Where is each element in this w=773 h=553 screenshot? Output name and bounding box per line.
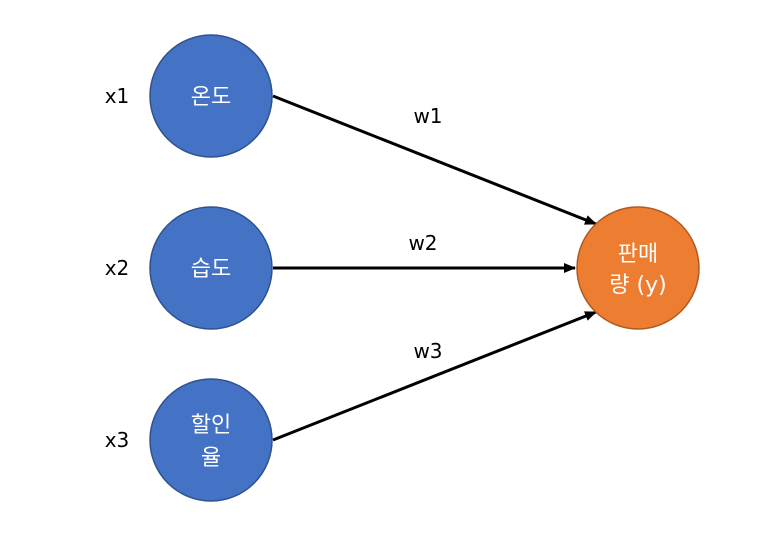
input-node-label-line-2: 율 xyxy=(201,446,221,471)
input-node-circle xyxy=(149,378,273,502)
input-node-label-line-1: 할인 xyxy=(191,413,231,438)
input-var-label-x1: x1 xyxy=(105,84,130,108)
output-node-circle xyxy=(576,206,700,330)
input-node-circle xyxy=(149,206,273,330)
edge-x3-to-output xyxy=(272,310,597,442)
output-node-label-line-1: 판매 xyxy=(618,242,658,267)
input-node-humidity: 습도 xyxy=(149,206,273,330)
input-var-label-x2: x2 xyxy=(105,256,130,280)
input-node-label: 습도 xyxy=(191,257,231,282)
input-node-circle xyxy=(149,34,273,158)
weight-label-w2: w2 xyxy=(408,231,437,255)
input-node-temperature: 온도 xyxy=(149,34,273,158)
input-var-label-x3: x3 xyxy=(105,428,130,452)
input-node-label: 온도 xyxy=(191,85,231,110)
output-node-label-line-2: 량 (y) xyxy=(609,273,666,298)
input-node-discount-rate: 할인 율 xyxy=(149,378,273,502)
weight-label-w3: w3 xyxy=(413,339,442,363)
edge-x1-to-output xyxy=(272,94,597,226)
weight-label-w1: w1 xyxy=(413,104,442,128)
output-node-sales: 판매 량 (y) xyxy=(576,206,700,330)
